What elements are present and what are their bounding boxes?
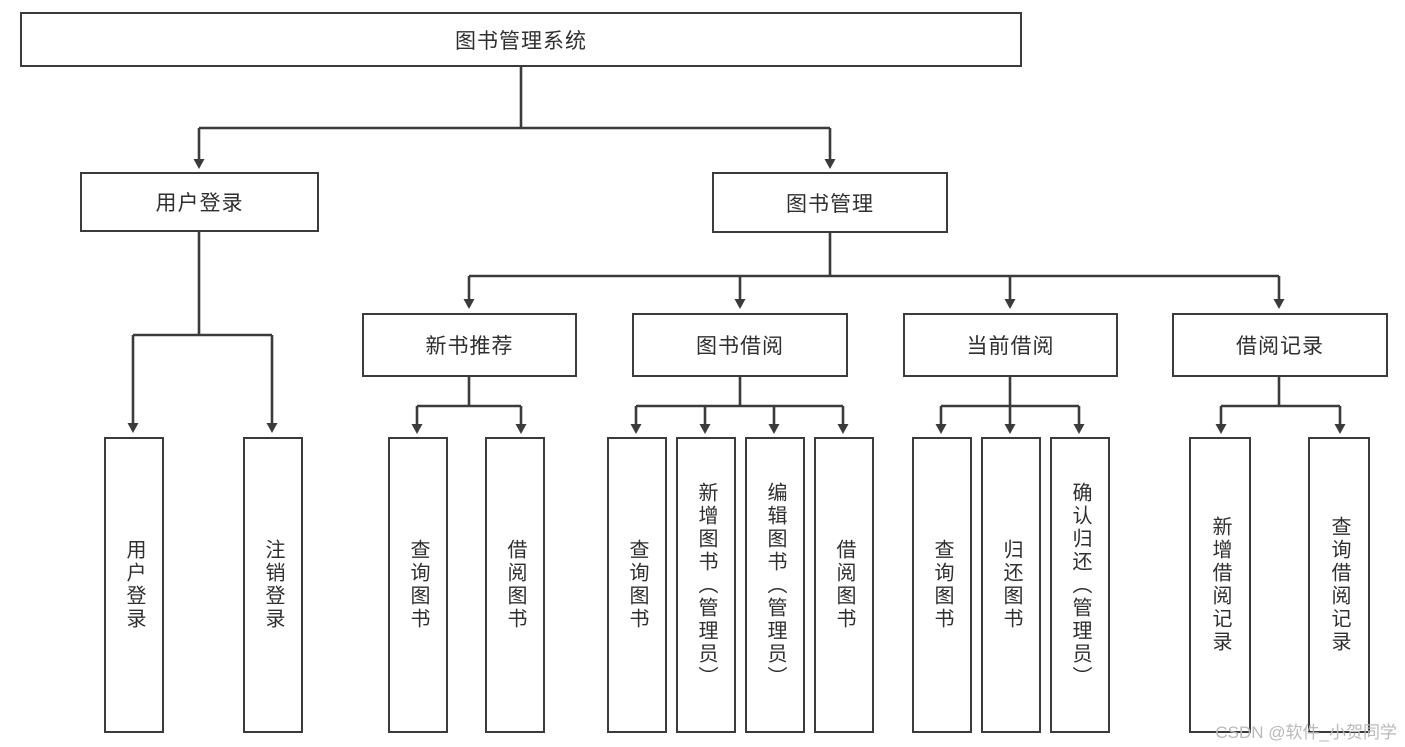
leaf-confirm-return-admin-label: 确认归还（管理员） <box>1069 481 1091 689</box>
leaf-user-login-label: 用户登录 <box>123 539 145 631</box>
leaf-query-books-current-label: 查询图书 <box>931 539 953 631</box>
leaf-user-login[interactable]: 用户登录 <box>104 437 164 733</box>
leaf-borrow-books-label: 借阅图书 <box>833 539 855 631</box>
leaf-query-books-recommend-label: 查询图书 <box>407 539 429 631</box>
node-borrow-record[interactable]: 借阅记录 <box>1172 313 1388 377</box>
node-book-borrow[interactable]: 图书借阅 <box>632 313 848 377</box>
leaf-confirm-return-admin[interactable]: 确认归还（管理员） <box>1050 437 1110 733</box>
leaf-return-books[interactable]: 归还图书 <box>981 437 1041 733</box>
node-root-label: 图书管理系统 <box>455 29 587 53</box>
node-book-borrow-label: 图书借阅 <box>696 335 784 358</box>
node-book-management[interactable]: 图书管理 <box>712 172 948 233</box>
node-new-book-recommend[interactable]: 新书推荐 <box>362 313 577 377</box>
node-current-borrow-label: 当前借阅 <box>966 335 1055 358</box>
leaf-add-borrow-record-label: 新增借阅记录 <box>1209 516 1231 654</box>
leaf-query-borrow-record[interactable]: 查询借阅记录 <box>1308 437 1370 733</box>
leaf-borrow-books-recommend-label: 借阅图书 <box>504 539 526 631</box>
node-current-borrow[interactable]: 当前借阅 <box>903 313 1118 377</box>
node-root[interactable]: 图书管理系统 <box>20 12 1022 67</box>
leaf-add-book-admin-label: 新增图书（管理员） <box>695 481 717 689</box>
leaf-borrow-books[interactable]: 借阅图书 <box>814 437 874 733</box>
leaf-borrow-books-recommend[interactable]: 借阅图书 <box>485 437 545 733</box>
leaf-logout[interactable]: 注销登录 <box>243 437 303 733</box>
leaf-query-books-borrow[interactable]: 查询图书 <box>607 437 667 733</box>
leaf-add-book-admin[interactable]: 新增图书（管理员） <box>676 437 736 733</box>
leaf-query-books-current[interactable]: 查询图书 <box>912 437 972 733</box>
node-book-management-label: 图书管理 <box>786 192 874 216</box>
leaf-edit-book-admin[interactable]: 编辑图书（管理员） <box>745 437 805 733</box>
node-user-login-label: 用户登录 <box>155 192 244 215</box>
node-borrow-record-label: 借阅记录 <box>1236 335 1324 358</box>
leaf-edit-book-admin-label: 编辑图书（管理员） <box>764 481 786 689</box>
leaf-logout-label: 注销登录 <box>262 539 284 631</box>
leaf-add-borrow-record[interactable]: 新增借阅记录 <box>1189 437 1251 733</box>
leaf-query-borrow-record-label: 查询借阅记录 <box>1328 516 1350 654</box>
leaf-query-books-recommend[interactable]: 查询图书 <box>388 437 448 733</box>
node-new-book-recommend-label: 新书推荐 <box>425 335 514 358</box>
leaf-return-books-label: 归还图书 <box>1000 539 1022 631</box>
node-user-login[interactable]: 用户登录 <box>80 172 319 232</box>
leaf-query-books-borrow-label: 查询图书 <box>626 539 648 631</box>
